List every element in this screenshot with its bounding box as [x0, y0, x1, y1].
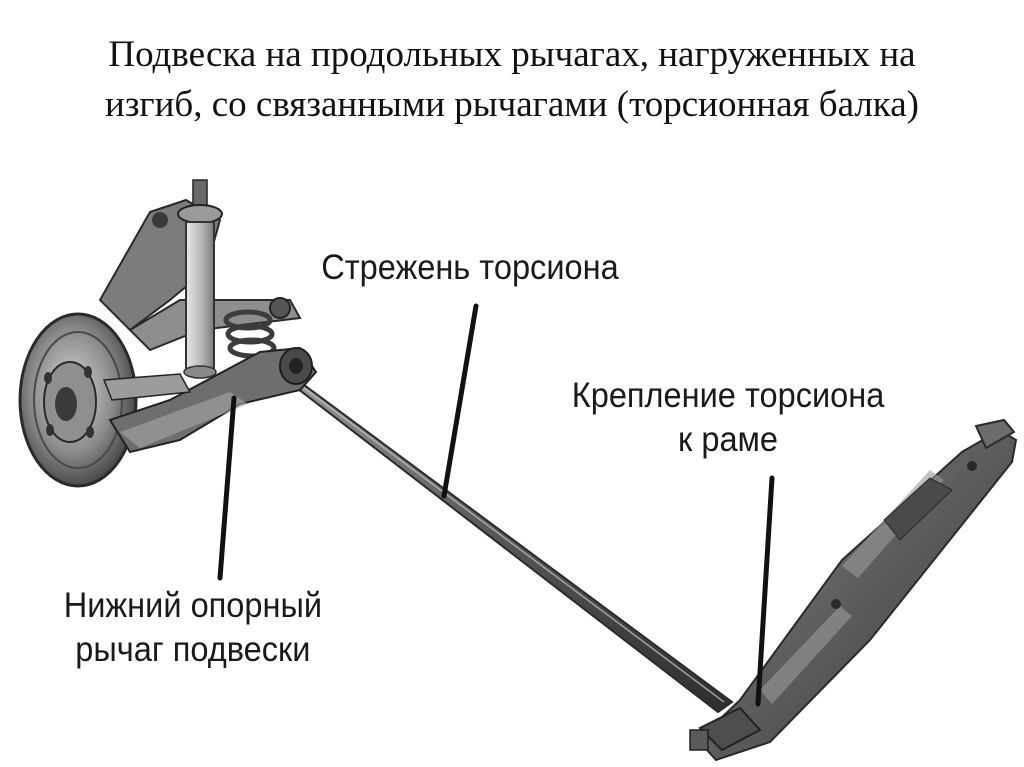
slide-title: Подвеска на продольных рычагах, нагружен…	[0, 30, 1024, 130]
coil-spring	[223, 309, 277, 359]
torsion-rod-label: Стрежень торсиона	[321, 246, 618, 290]
lower-arm-leader-line	[217, 395, 237, 581]
lower-arm-label: Нижний опорный рычаг подвески	[64, 584, 322, 672]
torsion-rod-label-text: Стрежень торсиона	[321, 248, 619, 287]
brake-disc	[18, 312, 138, 488]
mount-label-line-1: Крепление торсиона	[571, 376, 885, 415]
shock-absorber	[177, 179, 223, 379]
slide-title-line-1: Подвеска на продольных рычагах, нагружен…	[108, 34, 916, 75]
lower-arm-label-line-1: Нижний опорный	[63, 586, 323, 625]
frame-mount	[689, 418, 1018, 762]
lower-arm-label-line-2: рычаг подвески	[75, 630, 311, 669]
mount-label: Крепление торсиона к раме	[572, 374, 885, 462]
lower-control-arm	[102, 346, 318, 454]
torsion-rod-leader-line	[441, 303, 479, 499]
mount-label-line-2: к раме	[678, 420, 779, 459]
slide-title-line-2: изгиб, со связанными рычагами (торсионна…	[105, 84, 919, 125]
mount-leader-line	[755, 475, 775, 707]
